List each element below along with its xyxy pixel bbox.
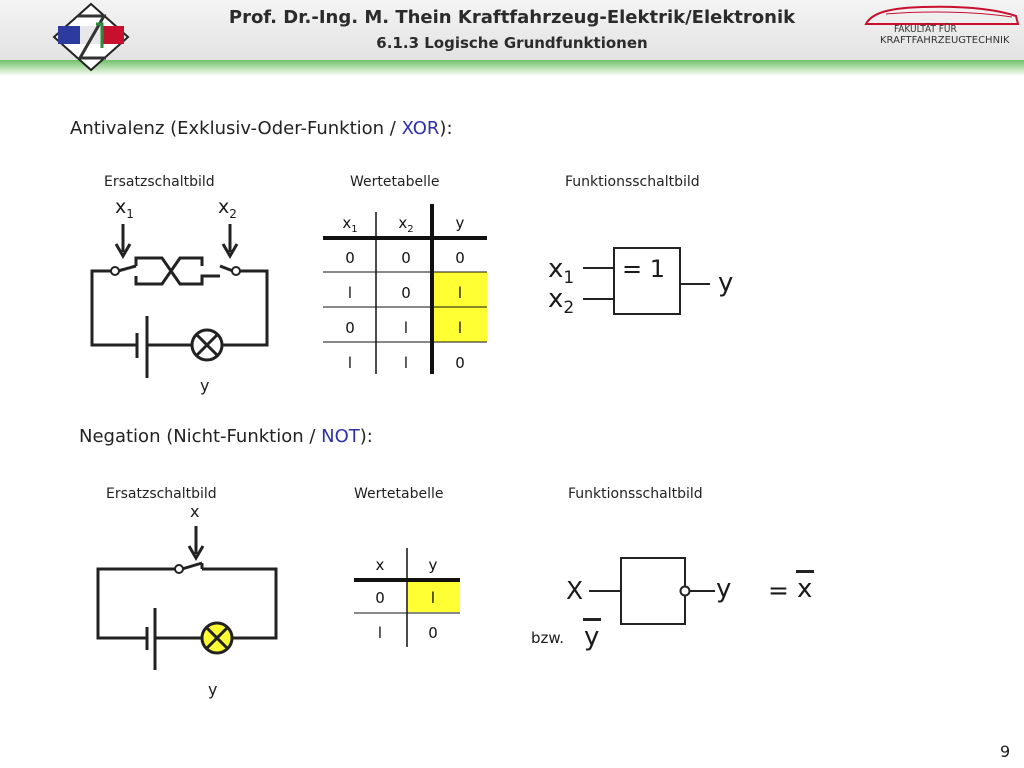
car-silhouette-logo — [864, 5, 1020, 25]
not-alt-prefix: bzw. — [531, 629, 565, 647]
not-label-circuit: Ersatzschaltbild — [106, 486, 217, 502]
not-circuit-diagram — [96, 526, 278, 670]
xor-gate-in1-letter: x — [548, 254, 564, 284]
page-number: 9 — [1000, 742, 1011, 761]
not-table-header-1: y — [428, 556, 438, 574]
not-alt-y: y — [584, 622, 600, 652]
xor-table-header-1: x2 — [398, 214, 414, 235]
xor-table-cell-r3-c1: l — [403, 354, 409, 372]
xor-table-lines — [323, 204, 487, 374]
faculty-line2: KRAFTFAHRZEUGTECHNIK — [880, 35, 1010, 46]
not-highlight-cell — [408, 582, 460, 612]
xor-label-circuit: Ersatzschaltbild — [104, 174, 215, 190]
not-alt-overline — [583, 618, 601, 621]
not-label-function: Funktionsschaltbild — [568, 486, 703, 502]
not-table-lines — [354, 548, 460, 647]
university-logo — [52, 2, 130, 72]
xor-gate-input-1: x1 — [548, 254, 574, 288]
xor-label-function: Funktionsschaltbild — [565, 174, 700, 190]
xor-gate-input-2: x2 — [548, 284, 574, 318]
not-title-suffix: ): — [359, 426, 373, 447]
not-gate-output: y — [716, 574, 732, 604]
not-equation-x: x — [797, 574, 813, 604]
xor-table-cell-r1-c0: l — [347, 284, 353, 302]
not-section-title: Negation (Nicht-Funktion / NOT): — [79, 426, 373, 447]
not-title-keyword: NOT — [321, 426, 360, 447]
header — [0, 0, 1024, 62]
xor-table-cell-r2-c2: l — [457, 319, 463, 337]
xor-gate-in1-sub: 1 — [563, 268, 575, 289]
not-circuit-input: x — [190, 502, 200, 521]
not-title-prefix: Negation (Nicht-Funktion / — [79, 426, 322, 447]
xor-table-cell-r3-c0: l — [347, 354, 353, 372]
not-label-table: Wertetabelle — [354, 486, 444, 502]
xor-table-header-2: y — [455, 214, 465, 232]
xor-table-cell-r0-c1: 0 — [401, 249, 411, 267]
not-table-cell-r0-c0: 0 — [375, 589, 385, 607]
xor-circuit-in1-letter: x — [115, 196, 127, 218]
header-accent-bar — [0, 60, 1024, 76]
not-gate-diagram — [589, 557, 715, 625]
header-title: Prof. Dr.-Ing. M. Thein Kraftfahrzeug-El… — [228, 7, 796, 28]
not-table-cell-r1-c1: 0 — [428, 624, 438, 642]
header-subtitle: 6.1.3 Logische Grundfunktionen — [376, 34, 648, 52]
xor-table-cell-r0-c0: 0 — [345, 249, 355, 267]
xor-circuit-in2-sub: 2 — [229, 206, 237, 221]
not-circuit-output: y — [208, 680, 218, 699]
xor-circuit-in2-letter: x — [218, 196, 230, 218]
not-table-header-0: x — [375, 556, 385, 574]
xor-title-suffix: ): — [439, 118, 453, 139]
xor-gate-in2-letter: x — [548, 284, 564, 314]
xor-circuit-in1-sub: 1 — [126, 206, 134, 221]
not-gate-input: X — [566, 576, 584, 605]
not-table-cell-r1-c0: l — [377, 624, 383, 642]
xor-title-prefix: Antivalenz (Exklusiv-Oder-Funktion / — [70, 118, 402, 139]
xor-title-keyword: XOR — [401, 118, 440, 139]
xor-table-cell-r1-c1: 0 — [401, 284, 411, 302]
not-equation-overline — [796, 570, 814, 573]
xor-label-table: Wertetabelle — [350, 174, 440, 190]
xor-table-cell-r0-c2: 0 — [455, 249, 465, 267]
xor-circuit-input-2: x2 — [218, 196, 237, 221]
xor-gate-symbol: = 1 — [622, 255, 666, 283]
xor-table-cell-r1-c2: l — [457, 284, 463, 302]
xor-table-header-0: x1 — [342, 214, 358, 235]
faculty-line1: FAKULTÄT FÜR — [894, 24, 957, 35]
xor-gate-in2-sub: 2 — [563, 298, 575, 319]
xor-circuit-input-1: x1 — [115, 196, 134, 221]
xor-gate-output: y — [718, 268, 734, 298]
not-table-cell-r0-c1: l — [430, 589, 436, 607]
xor-gate-diagram — [583, 247, 710, 315]
xor-circuit-diagram — [90, 224, 269, 378]
xor-table-cell-r2-c1: l — [403, 319, 409, 337]
xor-table-cell-r2-c0: 0 — [345, 319, 355, 337]
xor-circuit-output: y — [200, 376, 210, 395]
not-equation-sign: = — [768, 576, 789, 605]
xor-section-title: Antivalenz (Exklusiv-Oder-Funktion / XOR… — [70, 118, 453, 139]
xor-table-cell-r3-c2: 0 — [455, 354, 465, 372]
